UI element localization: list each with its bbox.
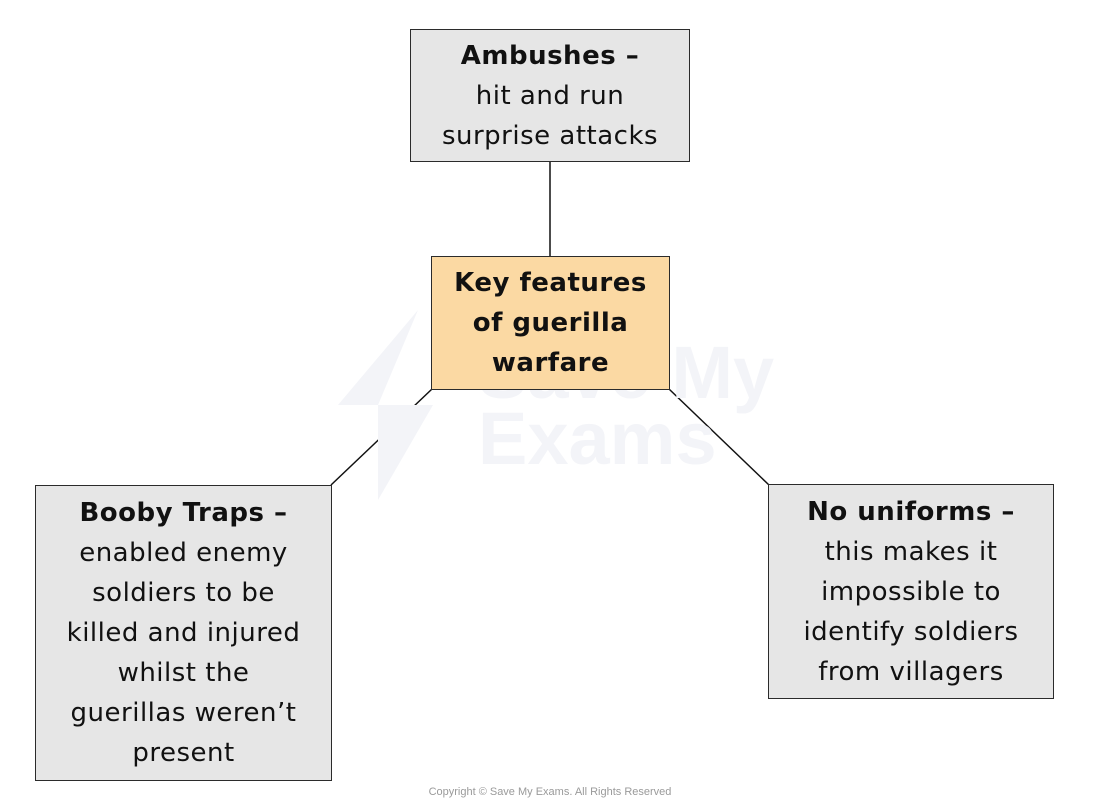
center-title-line: warfare	[491, 348, 610, 378]
node-heading: Ambushes –	[460, 40, 640, 71]
node-text-line: hit and run	[475, 80, 625, 111]
node-text-line: impossible to	[821, 576, 1001, 607]
node-text-line: soldiers to be	[92, 578, 275, 608]
node-text-line: guerillas weren’t	[70, 698, 297, 728]
copyright-notice: Copyright © Save My Exams. All Rights Re…	[428, 786, 672, 798]
node-ambushes: Ambushes – hit and run surprise attacks	[410, 29, 690, 162]
node-booby-traps: Booby Traps – enabled enemy soldiers to …	[35, 485, 332, 781]
center-title-line: Key features	[454, 268, 647, 298]
connector-left	[330, 388, 433, 486]
node-text-line: whilst the	[117, 658, 250, 688]
node-no-uniforms: No uniforms – this makes it impossible t…	[768, 484, 1054, 699]
node-text-line: present	[132, 738, 235, 768]
node-text-line: surprise attacks	[441, 120, 659, 151]
node-text-line: identify soldiers	[803, 616, 1019, 647]
node-heading: Booby Traps –	[79, 498, 288, 528]
node-text-line: killed and injured	[66, 618, 301, 648]
node-text-line: this makes it	[824, 536, 998, 567]
node-text-line: from villagers	[818, 656, 1004, 687]
node-heading: No uniforms –	[807, 496, 1015, 527]
connector-right	[668, 388, 770, 486]
node-key-features: Key features of guerilla warfare	[431, 256, 670, 390]
node-text-line: enabled enemy	[79, 538, 288, 568]
center-title-line: of guerilla	[472, 308, 629, 338]
